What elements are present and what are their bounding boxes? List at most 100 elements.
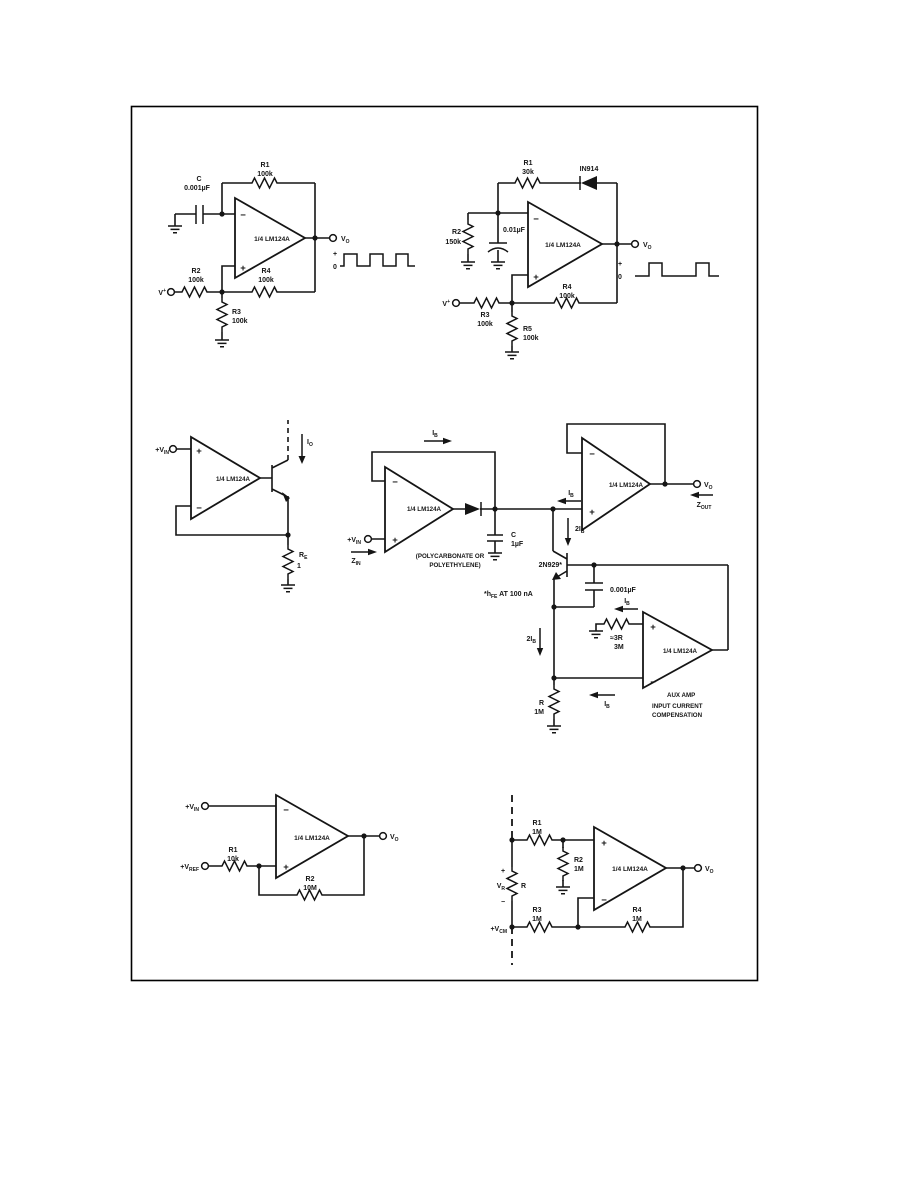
label-r4: R4 bbox=[262, 268, 271, 275]
emitter-arrowhead bbox=[552, 572, 561, 580]
label-r2: R2 bbox=[452, 229, 461, 236]
label-opamp: 1/4 LM124A bbox=[254, 236, 290, 243]
resistor-r2 bbox=[177, 286, 213, 298]
resistor-r bbox=[506, 866, 518, 902]
label-vref: +VREF bbox=[180, 864, 199, 873]
zin-arrowhead bbox=[368, 548, 377, 556]
ground-icon bbox=[167, 225, 183, 234]
node-dot bbox=[509, 300, 515, 306]
label-c: C bbox=[196, 176, 201, 183]
label-poly-1: (POLYCARBONATE OR bbox=[416, 553, 485, 560]
label-r4-value: 100k bbox=[258, 277, 274, 284]
resistor-r1 bbox=[247, 177, 283, 189]
terminal-vo bbox=[692, 479, 702, 489]
label-vo: VO bbox=[704, 482, 713, 491]
wave-plus: + bbox=[333, 251, 337, 258]
label-poly-2: POLYETHYLENE) bbox=[429, 562, 480, 569]
opamp-triangle bbox=[384, 465, 455, 554]
label-r1-value: 100k bbox=[257, 171, 273, 178]
label-r5: R5 bbox=[523, 326, 532, 333]
resistor-r3 bbox=[469, 297, 505, 309]
circuit-comparator: +VIN − + 1/4 LM124A VO +VREF R1 10k R2 1… bbox=[180, 793, 399, 901]
label-r1: R1 bbox=[229, 847, 238, 854]
label-r1-value: 10k bbox=[227, 856, 239, 863]
label-diode: IN914 bbox=[580, 166, 599, 173]
label-vr: VR bbox=[497, 883, 506, 892]
label-r2: R2 bbox=[574, 857, 583, 864]
resistor-re bbox=[282, 544, 294, 580]
label-vo: VO bbox=[390, 834, 399, 843]
opamp-minus: − bbox=[196, 503, 202, 514]
label-opamp: 1/4 LM124A bbox=[216, 476, 251, 483]
node-dot bbox=[560, 837, 566, 843]
terminal-vplus bbox=[166, 287, 176, 297]
node-dot bbox=[591, 562, 597, 568]
label-r3-value: 100k bbox=[477, 321, 493, 328]
label-r4: R4 bbox=[633, 907, 642, 914]
label-ib: IB bbox=[624, 598, 630, 607]
label-r2-value: 150k bbox=[445, 239, 461, 246]
opamp-triangle bbox=[190, 435, 262, 521]
node-dot bbox=[509, 837, 515, 843]
node-dot bbox=[509, 924, 515, 930]
label-r3: R3 bbox=[481, 312, 490, 319]
label-r-value: 1M bbox=[534, 709, 544, 716]
node-dot bbox=[575, 924, 581, 930]
label-r4-value: 1M bbox=[632, 916, 642, 923]
node-dot bbox=[492, 506, 498, 512]
node-dot bbox=[256, 863, 262, 869]
ib-arrowhead bbox=[589, 691, 598, 699]
ground-icon bbox=[546, 725, 562, 734]
label-r1-value: 1M bbox=[532, 829, 542, 836]
label-r3: R3 bbox=[533, 907, 542, 914]
square-wave-icon bbox=[340, 253, 415, 267]
resistor-r1 bbox=[522, 834, 558, 846]
opamp-triangle bbox=[275, 793, 350, 880]
label-vr-plus: + bbox=[501, 868, 505, 875]
opamp-triangle-aux bbox=[642, 610, 714, 690]
ground-icon bbox=[460, 261, 476, 270]
label-ib: IB bbox=[604, 701, 610, 710]
node-dot bbox=[551, 604, 557, 610]
label-opamp: 1/4 LM124A bbox=[545, 242, 581, 249]
label-c: C bbox=[511, 532, 516, 539]
ground-icon bbox=[555, 886, 571, 895]
label-r2: R2 bbox=[192, 268, 201, 275]
opamp-plus: + bbox=[650, 622, 656, 633]
resistor-r4 bbox=[620, 921, 656, 933]
square-wave-icon bbox=[635, 262, 719, 277]
resistor-r2 bbox=[462, 219, 474, 255]
label-r2-value: 100k bbox=[188, 277, 204, 284]
opamp-triangle bbox=[593, 825, 668, 912]
opamp-minus: − bbox=[240, 210, 246, 221]
opamp-plus: + bbox=[589, 507, 595, 518]
label-input-current: INPUT CURRENT bbox=[652, 703, 703, 710]
label-cap2-value: 0.001µF bbox=[610, 587, 637, 594]
label-hfe-note: *hFE AT 100 nA bbox=[484, 591, 533, 600]
label-ib: IB bbox=[432, 430, 438, 439]
label-opamp: 1/4 LM124A bbox=[609, 482, 644, 489]
opamp-minus: − bbox=[650, 677, 656, 688]
wave-zero: 0 bbox=[333, 264, 337, 271]
terminal-vo bbox=[693, 863, 703, 873]
label-aux-amp: AUX AMP bbox=[667, 692, 695, 699]
label-r1: R1 bbox=[533, 820, 542, 827]
2ib-arrowhead bbox=[564, 538, 572, 546]
circuit-difference-amplifier: R1 1M R2 1M + VR − R + − 1/4 LM124A VO +… bbox=[490, 795, 714, 965]
label-r: R bbox=[539, 700, 544, 707]
resistor-r3 bbox=[522, 921, 558, 933]
label-re: RE bbox=[299, 552, 308, 561]
opamp-plus: + bbox=[283, 862, 289, 873]
label-re-value: 1 bbox=[297, 563, 301, 570]
label-opamp: 1/4 LM124A bbox=[294, 835, 330, 842]
wires bbox=[511, 839, 694, 928]
resistor-3r bbox=[599, 618, 635, 630]
wave-zero: 0 bbox=[618, 274, 622, 281]
node-dot bbox=[680, 865, 686, 871]
label-zout: ZOUT bbox=[697, 502, 712, 511]
circuit-square-wave-oscillator: R1 100k C 0.001µF 1/4 LM124A − + VO + 0 … bbox=[158, 162, 415, 348]
opamp-plus: + bbox=[533, 272, 539, 283]
page-border bbox=[130, 105, 759, 982]
capacitor-icon bbox=[487, 242, 509, 253]
resistor-r3 bbox=[216, 297, 228, 333]
